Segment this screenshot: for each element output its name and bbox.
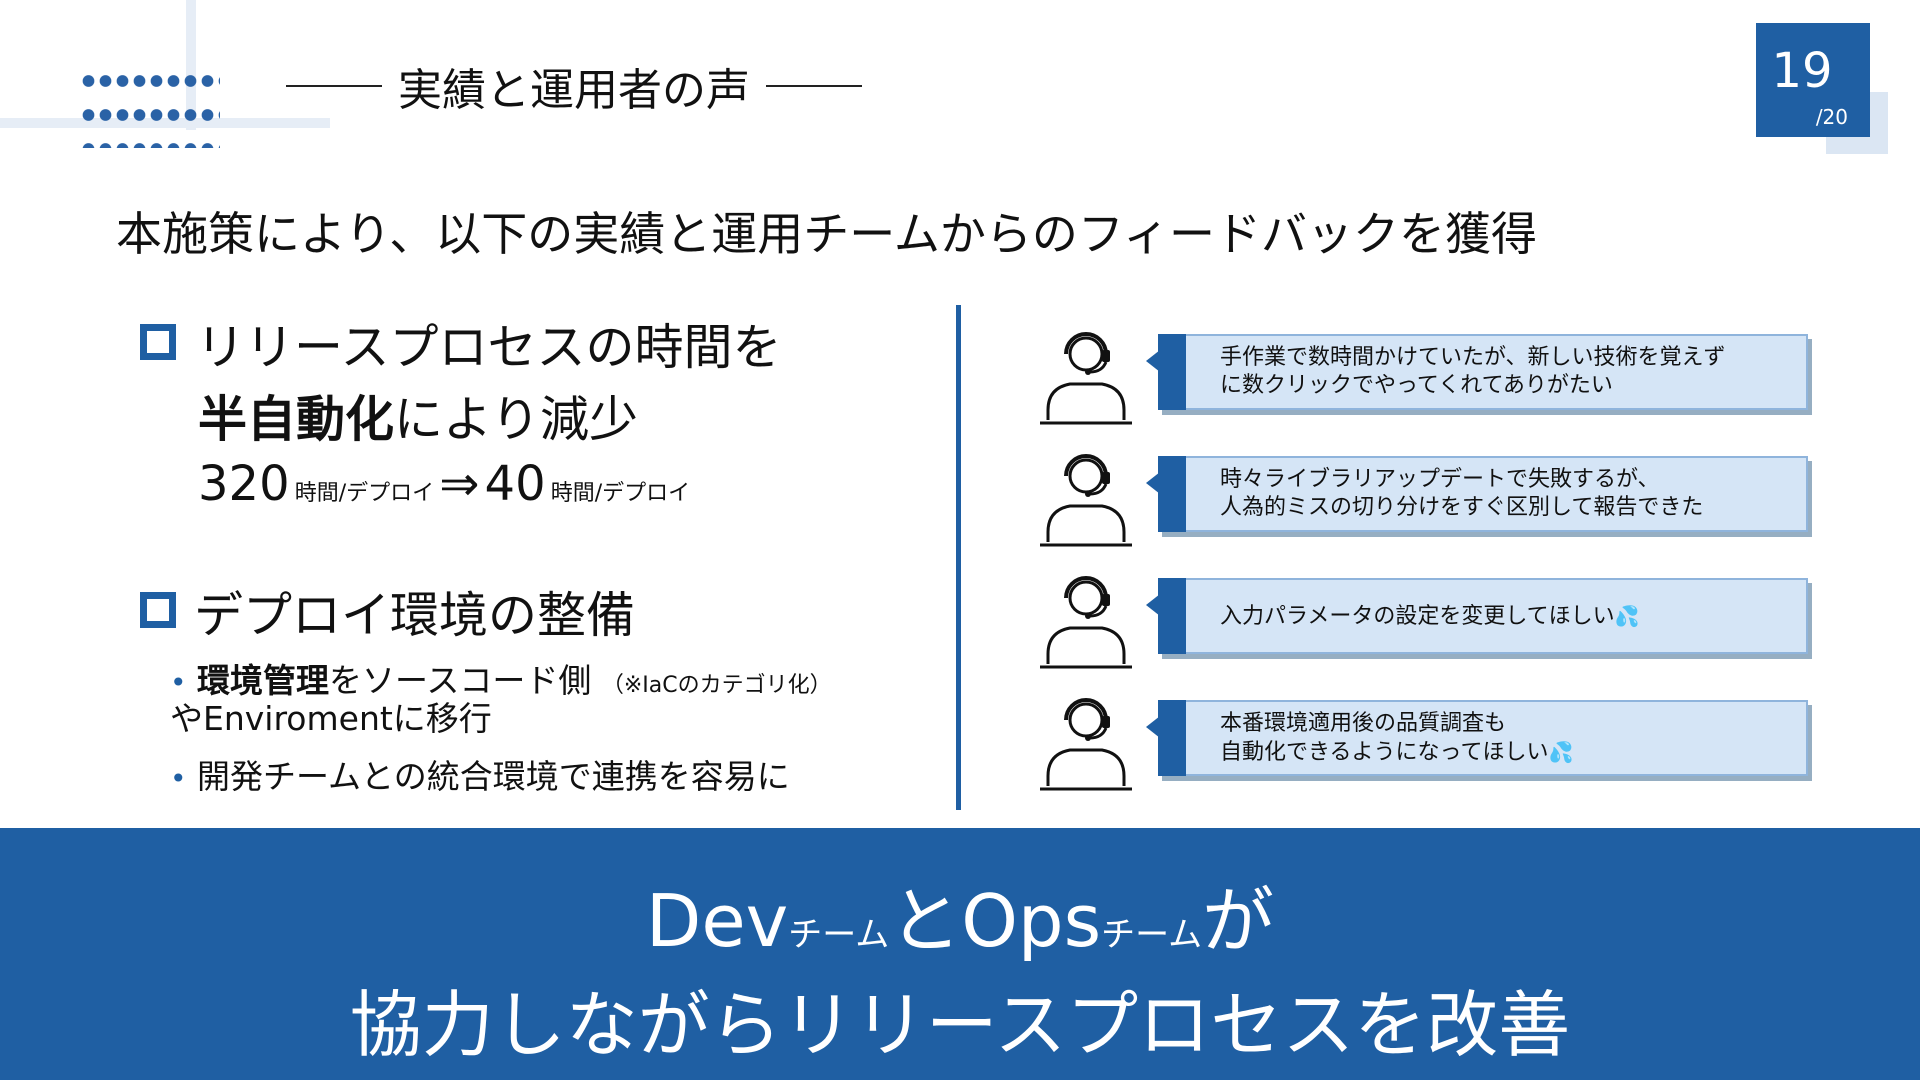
footer-ops: Ops	[961, 879, 1102, 963]
section2-bullet1-line2: やEnviromentに移行	[170, 699, 492, 738]
headset-operator-icon	[1040, 576, 1132, 669]
after-unit: 時間/デプロイ	[550, 481, 691, 506]
bullet2-text: 開発チームとの統合環境で連携を容易に	[197, 757, 790, 796]
feedback-text-line1: 時々ライブラリアップデートで失敗するが、	[1220, 467, 1660, 492]
before-unit: 時間/デプロイ	[294, 481, 435, 506]
time-reduction: 320 時間/デプロイ ⇒ 40 時間/デプロイ	[198, 456, 690, 512]
footer-dev: Dev	[645, 879, 789, 963]
before-value: 320	[198, 456, 290, 512]
lead-text: 本施策により、以下の実績と運用チームからのフィードバックを獲得	[116, 207, 1537, 261]
footer-team1: チーム	[788, 915, 890, 955]
page-badge: 19 /20	[1756, 23, 1870, 137]
header-title: 実績と運用者の声	[398, 65, 750, 116]
after-value: 40	[484, 456, 546, 512]
section2-bullet1: • 環境管理をソースコード側 （※IaCのカテゴリ化）	[170, 654, 832, 702]
square-bullet-icon	[140, 592, 176, 628]
feedback-text-line1: 本番環境適用後の品質調査も	[1220, 711, 1507, 736]
footer-ga: が	[1202, 879, 1275, 963]
feedback-bubble: 手作業で数時間かけていたが、新しい技術を覚えず に数クリックでやってくれてありが…	[1146, 334, 1808, 410]
section2-title: デプロイ環境の整備	[194, 587, 636, 644]
sweat-drops-icon: 💦	[1614, 604, 1640, 628]
bullet-dot: •	[170, 762, 187, 795]
header-rule-left	[286, 85, 382, 87]
page-number: 19	[1771, 43, 1833, 99]
footer-to: と	[889, 879, 962, 963]
arrow: ⇒	[439, 456, 480, 512]
section1-line2: 半自動化により減少	[198, 380, 638, 451]
feedback-bubble: 時々ライブラリアップデートで失敗するが、 人為的ミスの切り分けをすぐ区別して報告…	[1146, 456, 1808, 532]
feedback-bubble: 本番環境適用後の品質調査も 自動化できるようになってほしい💦	[1146, 700, 1808, 776]
dot-grid-decoration	[80, 64, 220, 148]
feedback-text-line1: 入力パラメータの設定を変更してほしい	[1220, 604, 1615, 629]
sweat-drops-icon: 💦	[1548, 740, 1574, 764]
square-bullet-icon	[140, 324, 176, 360]
footer-line2: 協力しながらリリースプロセスを改善	[349, 983, 1571, 1067]
headset-operator-icon	[1040, 454, 1132, 547]
page-total: /20	[1815, 105, 1848, 129]
headset-operator-icon	[1040, 698, 1132, 791]
feedback-text-line2: 人為的ミスの切り分けをすぐ区別して報告できた	[1220, 495, 1704, 520]
bullet1-rest: をソースコード側	[329, 661, 592, 700]
footer-line1: DevチームとOpsチームが	[0, 862, 1920, 967]
bullet1-bold: 環境管理	[197, 661, 330, 700]
footer-banner: DevチームとOpsチームが 協力しながらリリースプロセスを改善	[0, 828, 1920, 1080]
footer-team2: チーム	[1101, 915, 1203, 955]
section1-bold: 半自動化	[198, 391, 395, 448]
section2-bullet2: • 開発チームとの統合環境で連携を容易に	[170, 750, 790, 798]
column-divider	[956, 305, 961, 810]
bullet-dot: •	[170, 666, 187, 699]
feedback-text-line1: 手作業で数時間かけていたが、新しい技術を覚えず	[1220, 345, 1726, 370]
feedback-bubble: 入力パラメータの設定を変更してほしい💦	[1146, 578, 1808, 654]
feedback-text-line2: 自動化できるようになってほしい	[1220, 740, 1549, 765]
bullet1-note: （※IaCのカテゴリ化）	[601, 673, 832, 698]
headset-operator-icon	[1040, 332, 1132, 425]
section-header: 実績と運用者の声	[270, 56, 878, 116]
header-rule-right	[766, 85, 862, 87]
feedback-text-line2: に数クリックでやってくれてありがたい	[1220, 373, 1613, 398]
section1-rest: により減少	[394, 391, 639, 448]
section1-line1: リリースプロセスの時間を	[196, 319, 782, 376]
